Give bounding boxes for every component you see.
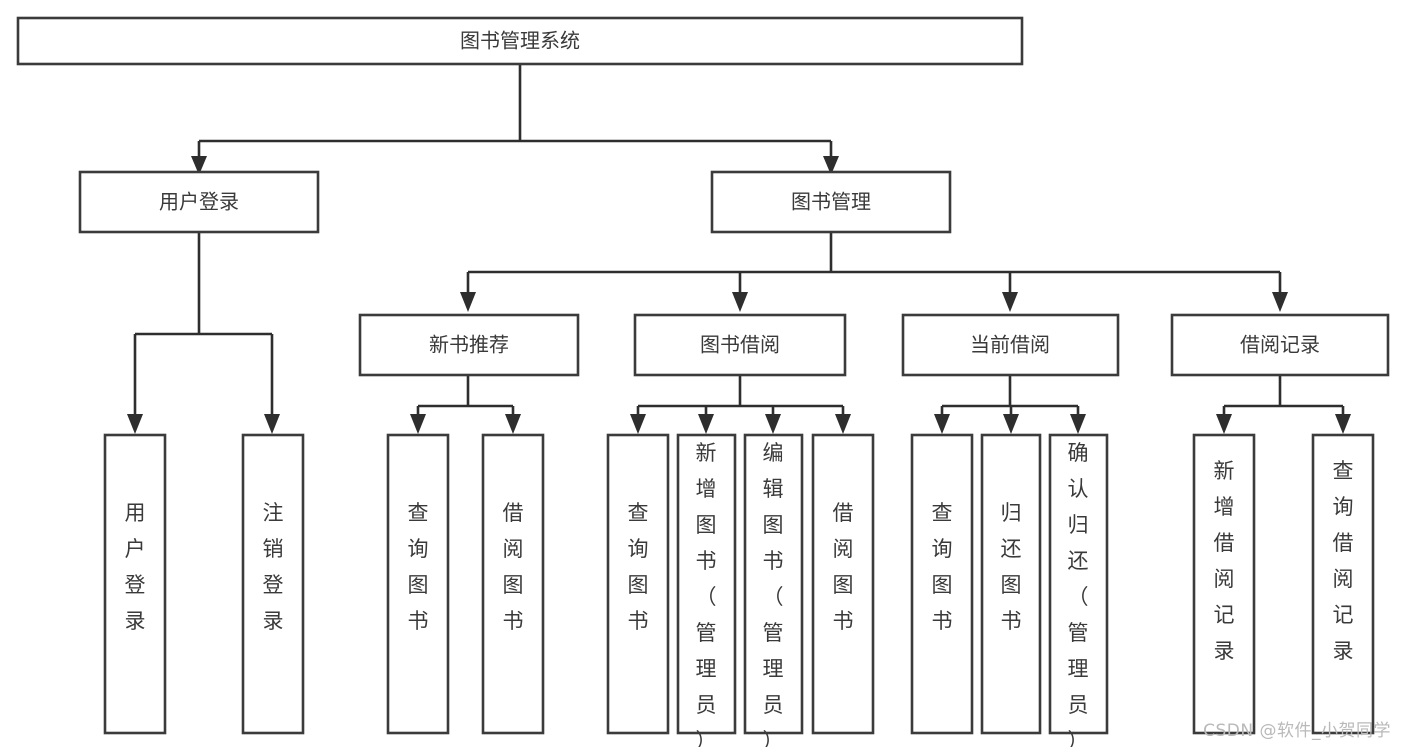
leaf-book-borrow-4[interactable]: 借阅图书 (811, 433, 875, 735)
leaf-user-login-2-label: 注销登录 (263, 501, 284, 633)
leaf-book-borrow-2[interactable]: 新增图书（管理员） (676, 433, 737, 747)
leaf-current-borrow-1-box[interactable] (910, 433, 974, 735)
node-borrow-record[interactable]: 借阅记录 (1170, 313, 1390, 377)
node-user-login-label: 用户登录 (159, 190, 239, 214)
leaf-new-book-1[interactable]: 查询图书 (386, 433, 450, 735)
node-user-login-box[interactable] (78, 170, 320, 234)
leaf-book-borrow-2-label: 新增图书（管理员） (696, 441, 717, 747)
leaf-user-login-2[interactable]: 注销登录 (241, 433, 305, 735)
leaf-new-book-1-box[interactable] (386, 433, 450, 735)
leaf-book-borrow-4-label: 借阅图书 (833, 501, 854, 633)
node-book-manage[interactable]: 图书管理 (710, 170, 952, 234)
node-root[interactable]: 图书管理系统 (16, 16, 1024, 66)
arrow-newbook-leaf-1 (410, 414, 426, 434)
node-root-box[interactable] (16, 16, 1024, 66)
arrow-bb-leaf-2 (698, 414, 714, 434)
node-book-borrow-label: 图书借阅 (700, 333, 780, 357)
leaf-new-book-2[interactable]: 借阅图书 (481, 433, 545, 735)
arrow-user-login-leaf-2 (264, 414, 280, 434)
leaf-new-book-2-box[interactable] (481, 433, 545, 735)
node-new-book-recommend[interactable]: 新书推荐 (358, 313, 580, 377)
leaf-current-borrow-3-box[interactable] (1048, 433, 1109, 735)
arrow-newbook-leaf-2 (505, 414, 521, 434)
leaf-current-borrow-2-box[interactable] (980, 433, 1042, 735)
leaf-borrow-record-2[interactable]: 查询借阅记录 (1311, 433, 1375, 735)
leaf-book-borrow-1[interactable]: 查询图书 (606, 433, 670, 735)
arrow-br-leaf-2 (1335, 414, 1351, 434)
leaf-book-borrow-4-box[interactable] (811, 433, 875, 735)
node-current-borrow-label: 当前借阅 (970, 333, 1050, 357)
leaf-borrow-record-2-box[interactable] (1311, 433, 1375, 735)
node-book-borrow-box[interactable] (633, 313, 847, 377)
leaf-current-borrow-1[interactable]: 查询图书 (910, 433, 974, 735)
node-book-borrow[interactable]: 图书借阅 (633, 313, 847, 377)
node-new-book-recommend-box[interactable] (358, 313, 580, 377)
leaf-current-borrow-3[interactable]: 确认归还（管理员） (1048, 433, 1109, 747)
arrow-bm-to-current-borrow (1002, 292, 1018, 312)
leaf-borrow-record-2-label: 查询借阅记录 (1333, 459, 1354, 663)
leaf-book-borrow-3[interactable]: 编辑图书（管理员） (743, 433, 804, 747)
arrow-bb-leaf-4 (835, 414, 851, 434)
node-new-book-recommend-label: 新书推荐 (429, 333, 509, 357)
node-root-label: 图书管理系统 (460, 29, 580, 53)
node-current-borrow[interactable]: 当前借阅 (901, 313, 1120, 377)
arrow-root-to-book-manage (823, 156, 839, 175)
arrow-bb-leaf-1 (630, 414, 646, 434)
arrow-user-login-leaf-1 (127, 414, 143, 434)
node-borrow-record-box[interactable] (1170, 313, 1390, 377)
leaf-new-book-1-label: 查询图书 (408, 501, 429, 633)
leaf-current-borrow-1-label: 查询图书 (932, 501, 953, 633)
arrow-cb-leaf-2 (1003, 414, 1019, 434)
node-current-borrow-box[interactable] (901, 313, 1120, 377)
arrow-root-to-user-login (191, 156, 207, 175)
arrow-bb-leaf-3 (765, 414, 781, 434)
node-borrow-record-label: 借阅记录 (1240, 333, 1320, 357)
leaf-current-borrow-3-label: 确认归还（管理员） (1068, 441, 1089, 747)
leaf-borrow-record-1-box[interactable] (1192, 433, 1256, 735)
leaf-user-login-2-box[interactable] (241, 433, 305, 735)
connector-layer (127, 64, 1351, 434)
arrow-br-leaf-1 (1216, 414, 1232, 434)
leaf-borrow-record-1-label: 新增借阅记录 (1214, 459, 1235, 663)
leaf-borrow-record-1[interactable]: 新增借阅记录 (1192, 433, 1256, 735)
arrow-cb-leaf-1 (934, 414, 950, 434)
leaf-book-borrow-3-box[interactable] (743, 433, 804, 735)
arrow-bm-to-book-borrow (732, 292, 748, 312)
node-book-manage-label: 图书管理 (791, 190, 871, 214)
leaf-book-borrow-1-label: 查询图书 (628, 501, 649, 633)
leaf-new-book-2-label: 借阅图书 (503, 501, 524, 633)
arrow-bm-to-borrow-record (1272, 292, 1288, 312)
leaf-current-borrow-2-label: 归还图书 (1001, 501, 1022, 633)
leaf-current-borrow-2[interactable]: 归还图书 (980, 433, 1042, 735)
arrow-bm-to-new-book (460, 292, 476, 312)
leaf-book-borrow-2-box[interactable] (676, 433, 737, 735)
node-book-manage-box[interactable] (710, 170, 952, 234)
leaf-user-login-1[interactable]: 用户登录 (103, 433, 167, 735)
arrow-cb-leaf-3 (1070, 414, 1086, 434)
leaf-book-borrow-3-label: 编辑图书（管理员） (763, 441, 784, 747)
node-user-login[interactable]: 用户登录 (78, 170, 320, 234)
leaf-book-borrow-1-box[interactable] (606, 433, 670, 735)
leaf-user-login-1-box[interactable] (103, 433, 167, 735)
leaf-user-login-1-label: 用户登录 (125, 501, 146, 633)
